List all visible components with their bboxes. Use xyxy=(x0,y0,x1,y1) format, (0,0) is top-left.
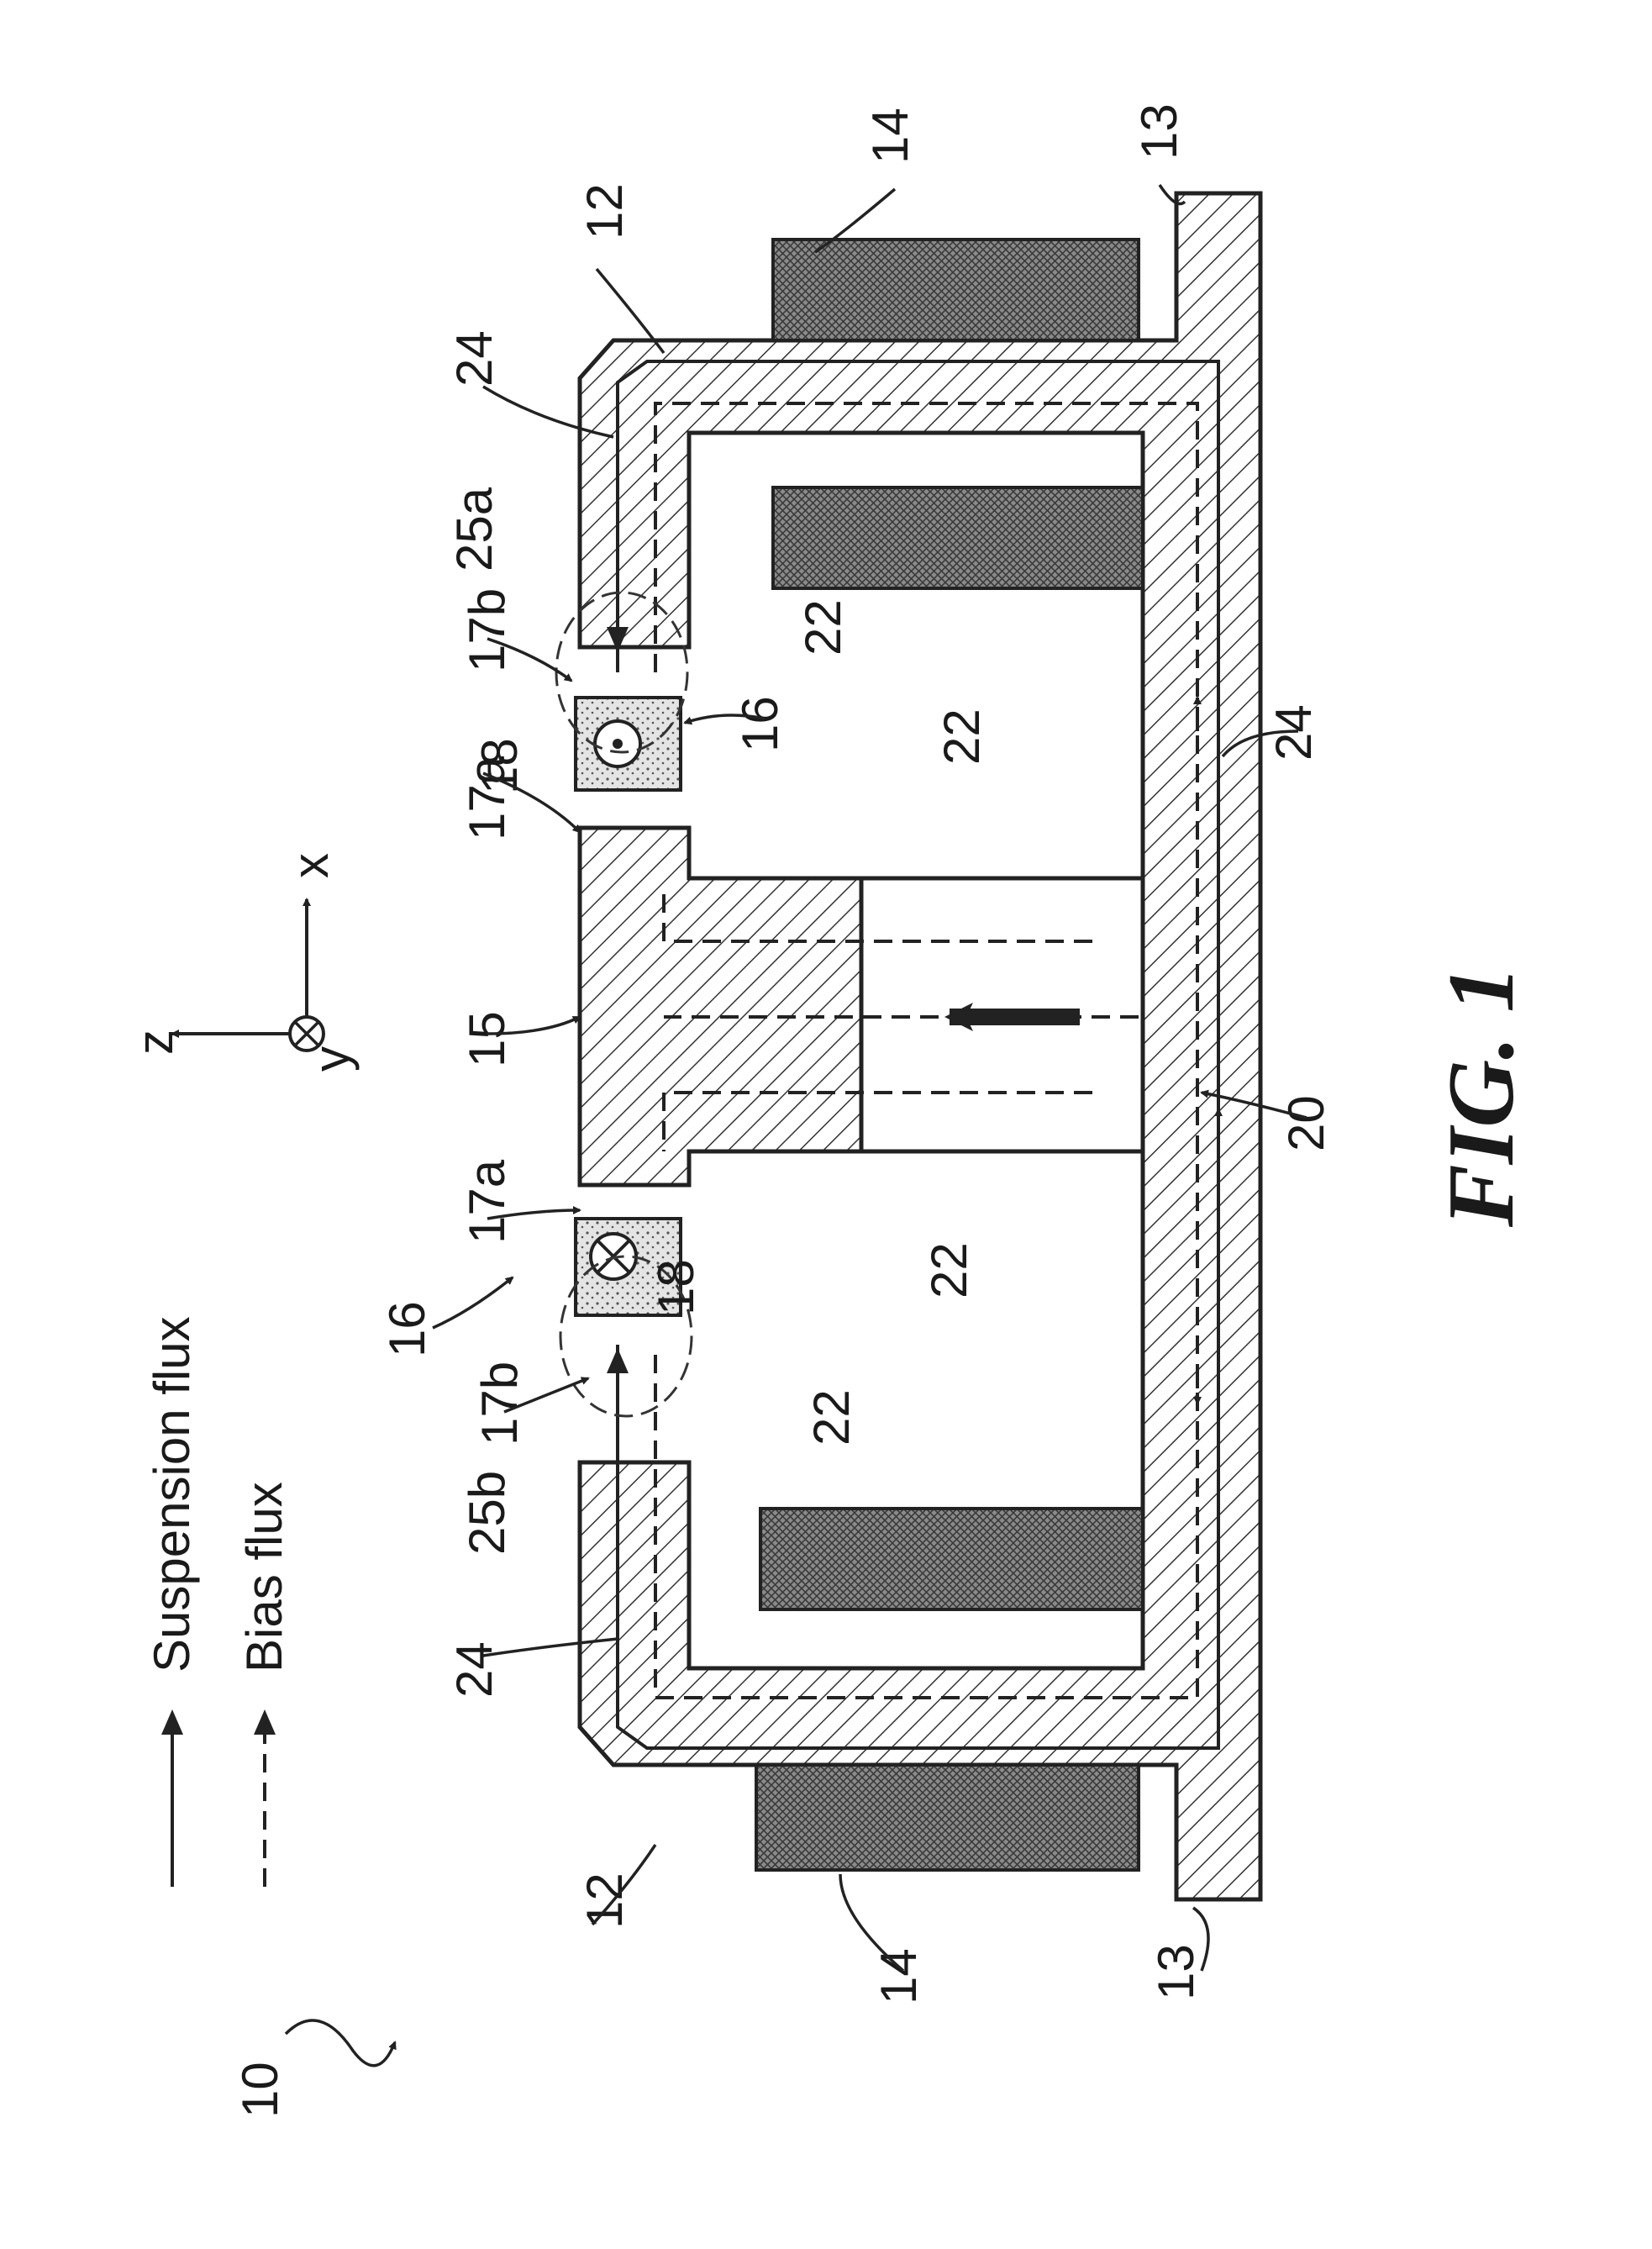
coil-14-bottom xyxy=(756,1765,1139,1870)
label-14-top: 14 xyxy=(862,108,918,164)
coil-14-top xyxy=(773,240,1139,340)
label-16-top: 16 xyxy=(732,696,788,752)
label-18-top: 18 xyxy=(471,738,528,794)
label-24-top: 24 xyxy=(446,330,502,387)
axis-label-z: z xyxy=(127,1030,183,1055)
label-22-b: 22 xyxy=(934,708,990,765)
label-15: 15 xyxy=(459,1011,515,1067)
coil-inner-upper xyxy=(773,487,1143,588)
label-12-top: 12 xyxy=(576,183,633,240)
coil-inner-lower xyxy=(760,1509,1143,1609)
legend-bias-label: Bias flux xyxy=(236,1482,292,1672)
label-22-a: 22 xyxy=(795,599,851,656)
label-22-c: 22 xyxy=(921,1242,977,1298)
label-25b: 25b xyxy=(459,1471,515,1555)
label-17a-bottom: 17a xyxy=(459,1159,515,1244)
label-10: 10 xyxy=(232,2062,288,2118)
legend-suspension-label: Suspension flux xyxy=(144,1316,200,1672)
label-20: 20 xyxy=(1278,1095,1334,1151)
label-13-top: 13 xyxy=(1131,103,1187,160)
axis-label-x: x xyxy=(282,853,339,878)
label-17b-top: 17b xyxy=(459,588,515,672)
label-14-bottom: 14 xyxy=(871,1948,927,2004)
label-24-bottom: 24 xyxy=(446,1641,502,1698)
axis-label-y: y xyxy=(303,1046,360,1072)
label-17b-bottom: 17b xyxy=(471,1362,528,1446)
label-18-bottom: 18 xyxy=(648,1259,704,1315)
label-25a: 25a xyxy=(446,487,502,571)
label-12-bottom: 12 xyxy=(576,1872,633,1929)
label-22-d: 22 xyxy=(803,1389,860,1446)
label-13-bottom: 13 xyxy=(1148,1944,1204,2000)
label-16-bottom: 16 xyxy=(379,1301,435,1357)
figure-caption: FIG. 1 xyxy=(1429,966,1534,1228)
central-pole-15 xyxy=(580,828,861,1185)
